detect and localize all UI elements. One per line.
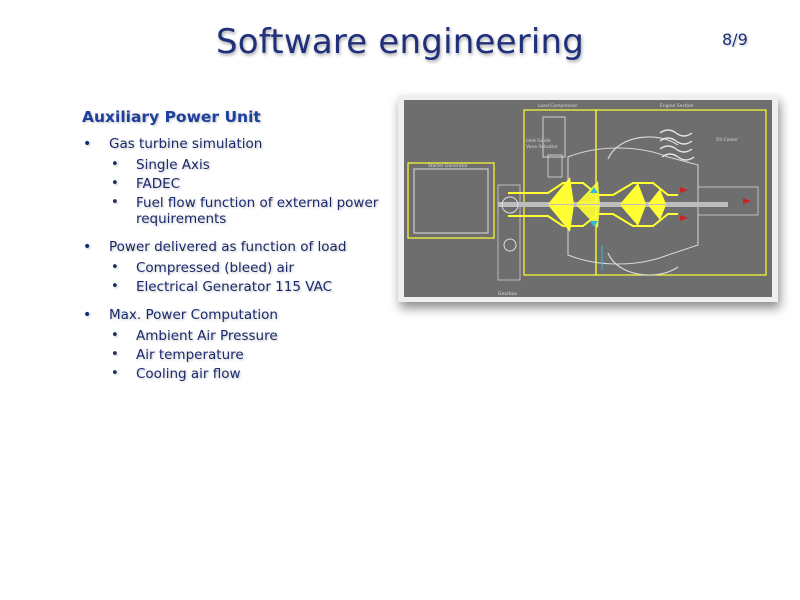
turbine-wheel-lower	[620, 205, 646, 226]
flow-arrow	[680, 215, 688, 221]
apu-diagram-image: Load Compressor Engine Section Starter G…	[398, 95, 778, 302]
exhaust-duct	[697, 186, 759, 216]
list-item: Air temperature	[109, 347, 382, 363]
engine-casing	[567, 147, 699, 265]
sub-bullet-list: Ambient Air Pressure Air temperature Coo…	[109, 328, 382, 382]
oil-cooler-fins	[659, 129, 695, 161]
flow-arrow	[680, 187, 688, 193]
bullet-text: Gas turbine simulation	[109, 136, 263, 152]
gear	[501, 196, 519, 214]
apu-diagram-svg: Load Compressor Engine Section Starter G…	[404, 100, 772, 297]
compressor-impeller-lower	[548, 205, 574, 232]
engine-section-label: Engine Section	[660, 103, 694, 109]
sub-bullet-list: Compressed (bleed) air Electrical Genera…	[109, 260, 382, 295]
slide-content: Auxiliary Power Unit Gas turbine simulat…	[82, 108, 382, 394]
flow-arrow	[743, 198, 751, 204]
list-item: Max. Power Computation Ambient Air Press…	[82, 307, 382, 382]
bleed-air-arrow-down	[590, 221, 598, 227]
turbine-wheel-2-upper	[648, 189, 666, 204]
main-shaft	[498, 202, 728, 207]
list-item: FADEC	[109, 176, 382, 192]
bleed-air-arrow-up	[590, 187, 598, 193]
gearbox-housing	[497, 184, 521, 281]
flow-path-lower	[508, 213, 678, 227]
list-item: Ambient Air Pressure	[109, 328, 382, 344]
list-item: Compressed (bleed) air	[109, 260, 382, 276]
compressor-impeller-upper	[548, 177, 574, 204]
list-item: Gas turbine simulation Single Axis FADEC…	[82, 136, 382, 227]
actuator-link	[547, 154, 563, 178]
list-item: Power delivered as function of load Comp…	[82, 239, 382, 295]
turbine-wheel-upper	[620, 183, 646, 204]
gearbox-label: Gearbox	[498, 291, 517, 297]
bullet-text: Max. Power Computation	[109, 307, 278, 323]
list-item: Single Axis	[109, 157, 382, 173]
slide-title: Software engineering	[215, 22, 585, 62]
compressor-impeller-2-upper	[576, 181, 600, 204]
list-item: Cooling air flow	[109, 366, 382, 382]
list-item: Electrical Generator 115 VAC	[109, 279, 382, 295]
starter-generator-label: Starter Generator	[428, 163, 468, 169]
combustor-outline	[607, 136, 679, 160]
vane-actuator-label: Vane Actuator	[526, 144, 558, 150]
vane-actuator-housing	[542, 116, 566, 158]
flow-path-upper	[508, 182, 678, 196]
page-number: 8/9	[722, 30, 748, 49]
load-compressor-label: Load Compressor	[538, 103, 577, 109]
oil-cooler-label: Oil Cooler	[716, 137, 738, 143]
inlet-guide-label: Inlet Guide	[526, 138, 551, 144]
list-item: Fuel flow function of external power req…	[109, 195, 382, 227]
gear	[503, 238, 517, 252]
starter-generator-body	[413, 168, 489, 234]
bullet-text: Power delivered as function of load	[109, 239, 347, 255]
combustor-outline-lower	[607, 252, 679, 276]
bullet-list: Gas turbine simulation Single Axis FADEC…	[82, 136, 382, 382]
section-heading: Auxiliary Power Unit	[82, 108, 261, 126]
turbine-wheel-2-lower	[648, 205, 666, 220]
sub-bullet-list: Single Axis FADEC Fuel flow function of …	[109, 157, 382, 227]
starter-generator-box	[407, 162, 495, 239]
